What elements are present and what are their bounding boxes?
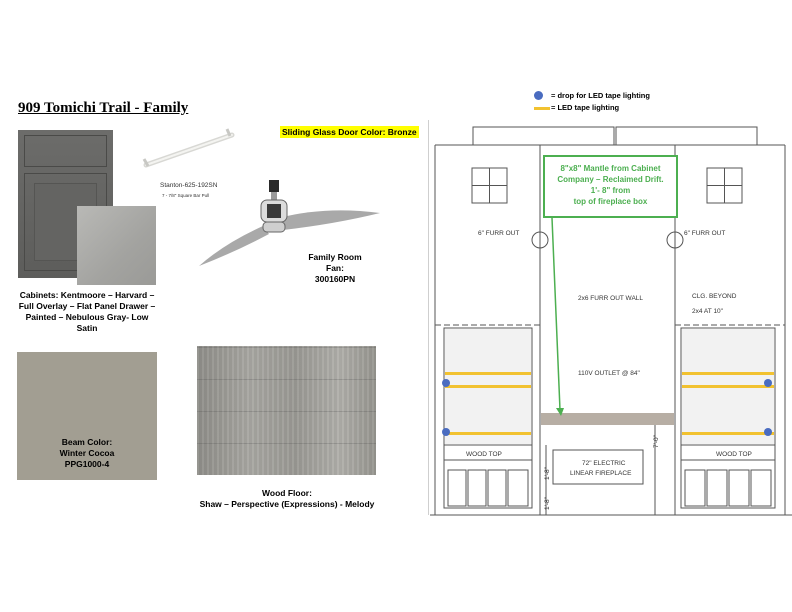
page-title: 909 Tomichi Trail - Family <box>18 100 189 116</box>
fireplace-elevation-drawing: 6" FURR OUT 6" FURR OUT 2x6 FURR OUT WAL… <box>430 126 792 516</box>
outlet-label: 110V OUTLET @ 84" <box>578 370 640 377</box>
floor-caption: Wood Floor: Shaw – Perspective (Expressi… <box>180 488 394 510</box>
fan-caption: Family Room Fan: 300160PN <box>300 252 370 285</box>
floor-caption-line1: Wood Floor: <box>262 488 312 498</box>
wood-top-right-label: WOOD TOP <box>716 451 752 458</box>
mantle-note-line2: Company – Reclaimed Drift. <box>557 175 664 184</box>
fan-caption-line1: Family Room Fan: <box>308 252 362 273</box>
bottom-dimension-label: 1'-8" <box>544 496 551 510</box>
cabinets-caption: Cabinets: Kentmoore – Harvard – Full Ove… <box>12 290 162 334</box>
ceiling-fan-image <box>199 180 380 266</box>
furr-wall-label: 2x6 FURR OUT WALL <box>578 295 643 302</box>
mantle-note-line4: top of fireplace box <box>573 197 648 206</box>
ceiling-2x4-label: 2x4 AT 10" <box>692 308 724 315</box>
beam-caption: Beam Color: Winter Cocoa PPG1000-4 <box>17 437 157 470</box>
led-drop-legend-label: = drop for LED tape lighting <box>551 91 650 100</box>
wood-floor-sample <box>197 346 376 475</box>
led-tape-legend-label: = LED tape lighting <box>551 103 620 112</box>
beam-caption-line3: PPG1000-4 <box>64 459 110 469</box>
cabinet-drawer-front <box>24 135 107 167</box>
bar-pull-image <box>142 128 235 168</box>
mantle-note-line1: 8"x8" Mantle from Cabinet <box>560 164 661 173</box>
door-color-note: Sliding Glass Door Color: Bronze <box>280 126 419 138</box>
cabinets-caption-line4: Satin <box>76 323 98 333</box>
top-dimension-label: 1'-8" <box>544 466 551 480</box>
hardware-subtitle: 7 - 7/8" Square Bar Pull <box>162 193 210 198</box>
beam-caption-line2: Winter Cocoa <box>59 448 115 458</box>
furr-out-left-label: 6" FURR OUT <box>478 230 519 237</box>
beam-color-swatch <box>17 352 157 480</box>
led-tape-legend-bar <box>534 107 550 110</box>
beam-caption-line1: Beam Color: <box>61 437 113 447</box>
hardware-name: Stanton-625-192SN <box>160 182 218 189</box>
page-divider <box>428 120 429 515</box>
mantle-note-box: 8"x8" Mantle from Cabinet Company – Recl… <box>543 155 678 218</box>
cabinets-caption-line1: Cabinets: Kentmoore – Harvard – <box>19 290 155 300</box>
furr-out-right-label: 6" FURR OUT <box>684 230 725 237</box>
fan-caption-line2: 300160PN <box>314 274 356 284</box>
led-drop-legend-dot <box>534 91 543 100</box>
cabinets-caption-line3: Painted – Nebulous Gray- Low <box>25 312 149 322</box>
mantle-note-line3: 1'- 8" from <box>590 186 631 195</box>
cabinet-finish-swatch <box>77 206 156 285</box>
ceiling-beyond-label: CLG. BEYOND <box>692 293 737 300</box>
fireplace-label-line2: LINEAR FIREPLACE <box>570 470 632 477</box>
fireplace-label-line1: 72" ELECTRIC <box>582 460 626 467</box>
height-dimension-label: 7'-0" <box>653 434 660 448</box>
cabinets-caption-line2: Full Overlay – Flat Panel Drawer – <box>18 301 156 311</box>
floor-caption-line2: Shaw – Perspective (Expressions) - Melod… <box>199 499 375 509</box>
wood-top-left-label: WOOD TOP <box>466 451 502 458</box>
